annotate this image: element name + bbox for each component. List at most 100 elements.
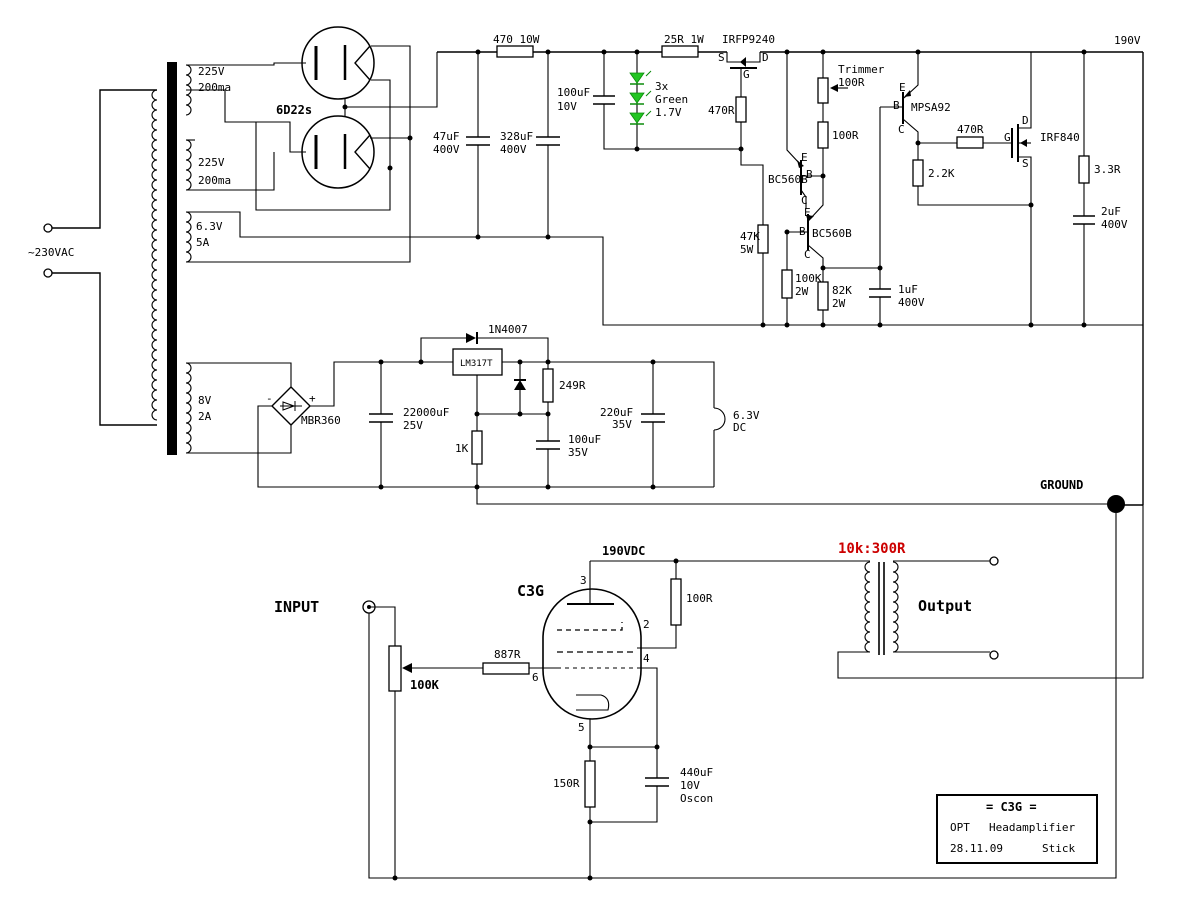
r-82k-power: 2W <box>832 297 846 310</box>
rectifier-tube-bottom <box>301 115 375 189</box>
sec2-voltage: 225V <box>198 156 225 169</box>
c-100u-value: 100uF <box>557 86 590 99</box>
r-470r-gate-label: 470R <box>957 123 984 136</box>
r-100r-mid-label: 100R <box>832 129 859 142</box>
c-328u-value: 328uF <box>500 130 533 143</box>
r-3r3-label: 3.3R <box>1094 163 1121 176</box>
pin4-label: 4 <box>643 652 650 665</box>
diode-label: 1N4007 <box>488 323 528 336</box>
transistor-bc560b-1 <box>786 52 823 209</box>
vdc-label: 190VDC <box>602 544 645 558</box>
c-22000-rating: 25V <box>403 419 423 432</box>
sec1-voltage: 225V <box>198 65 225 78</box>
mpsa92-e: E <box>899 81 906 94</box>
capacitor-1uf <box>869 107 891 325</box>
resistor-470r-10w <box>496 45 534 58</box>
resistor-100k-2w <box>781 269 793 299</box>
led-string <box>629 52 652 149</box>
resistor-25r-1w <box>661 45 699 58</box>
resistor-82k-2w <box>817 281 829 311</box>
leds-voltage: 1.7V <box>655 106 682 119</box>
capacitor-328uf <box>536 52 560 237</box>
resistor-3r3 <box>1078 155 1090 184</box>
c-440-rating: 10V <box>680 779 700 792</box>
c-1u-rating: 400V <box>898 296 925 309</box>
c-440-type: Oscon <box>680 792 713 805</box>
mosfet-p-g: G <box>743 68 750 81</box>
input-label: INPUT <box>274 598 319 616</box>
output-terminal-top <box>989 556 999 566</box>
trimmer-label: Trimmer <box>838 63 885 76</box>
bc560-2-e: E <box>804 206 811 219</box>
sec4-voltage: 8V <box>198 394 212 407</box>
output-terminal-bottom <box>989 650 999 660</box>
mosfet-irf840 <box>1011 52 1032 325</box>
pin2-label: 2 <box>643 618 650 631</box>
mosfet-p-label: IRFP9240 <box>722 33 775 46</box>
pin5-label: 5 <box>578 721 585 734</box>
r-249-label: 249R <box>559 379 586 392</box>
title-line1: = C3G = <box>986 800 1037 814</box>
c-47u-value: 47uF <box>433 130 460 143</box>
resistor-2k2 <box>912 159 924 187</box>
tube-label: C3G <box>517 582 544 600</box>
resistor-1k <box>471 430 483 465</box>
capacitor-100uf-10v <box>593 52 741 150</box>
heater-out-type: DC <box>733 421 746 434</box>
transistor-bc560b-2 <box>786 176 824 282</box>
regulator-label: LM317T <box>460 359 493 369</box>
leds-count: 3x <box>655 80 669 93</box>
rectifier-tube-label: 6D22s <box>276 103 312 117</box>
ground-label: GROUND <box>1040 478 1083 492</box>
sec2-current: 200ma <box>198 174 231 187</box>
sec1-current: 200ma <box>198 81 231 94</box>
bc560-2-label: BC560B <box>812 227 852 240</box>
output-label: Output <box>918 597 972 615</box>
r-47k-value: 47K <box>740 230 760 243</box>
power-transformer <box>151 62 192 455</box>
tube-c3g <box>542 561 642 747</box>
c-100u-rating: 10V <box>557 100 577 113</box>
r-1k-label: 1K <box>455 442 469 455</box>
r-887-label: 887R <box>494 648 521 661</box>
r-47k-power: 5W <box>740 243 754 256</box>
resistor-887r <box>482 662 530 675</box>
sec4-current: 2A <box>198 410 212 423</box>
resistor-150r <box>584 760 596 808</box>
sec3-voltage: 6.3V <box>196 220 223 233</box>
transistor-mpsa92 <box>880 52 919 143</box>
title-block: = C3G = OPT Headamplifier 28.11.09 Stick <box>936 794 1098 864</box>
mpsa92-b: B <box>893 99 900 112</box>
r-82k-value: 82K <box>832 284 852 297</box>
c-1u-value: 1uF <box>898 283 918 296</box>
potentiometer-100k <box>388 645 402 692</box>
r-100k-value: 100K <box>795 272 822 285</box>
c-2u-rating: 400V <box>1101 218 1128 231</box>
output-transformer <box>864 561 899 655</box>
mosfet-p-s: S <box>718 51 725 64</box>
r-2k2-label: 2.2K <box>928 167 955 180</box>
r-470-10w-label: 470 10W <box>493 33 540 46</box>
bridge-label: MBR360 <box>301 414 341 427</box>
leds-color: Green <box>655 93 688 106</box>
c-220u-rating: 35V <box>612 418 632 431</box>
transformer-ratio: 10k:300R <box>838 541 906 557</box>
trimmer-100r <box>817 52 848 176</box>
ac-input-label: ~230VAC <box>28 246 74 259</box>
bc560-1-e: E <box>801 151 808 164</box>
irf840-g: G <box>1004 131 1011 144</box>
ground-node <box>1107 495 1125 513</box>
c-328u-rating: 400V <box>500 143 527 156</box>
r-470r-top-label: 470R <box>708 104 735 117</box>
trimmer-value: 100R <box>838 76 865 89</box>
irf840-label: IRF840 <box>1040 131 1080 144</box>
resistor-100r-screen <box>670 578 682 626</box>
resistor-249r <box>542 368 554 403</box>
bridge-plus: + <box>309 392 316 405</box>
c-47u-rating: 400V <box>433 143 460 156</box>
pot-label: 100K <box>410 678 440 692</box>
pin3-label: 3 <box>580 574 587 587</box>
irf840-s: S <box>1022 157 1029 170</box>
bc560-2-c: C <box>804 248 811 261</box>
